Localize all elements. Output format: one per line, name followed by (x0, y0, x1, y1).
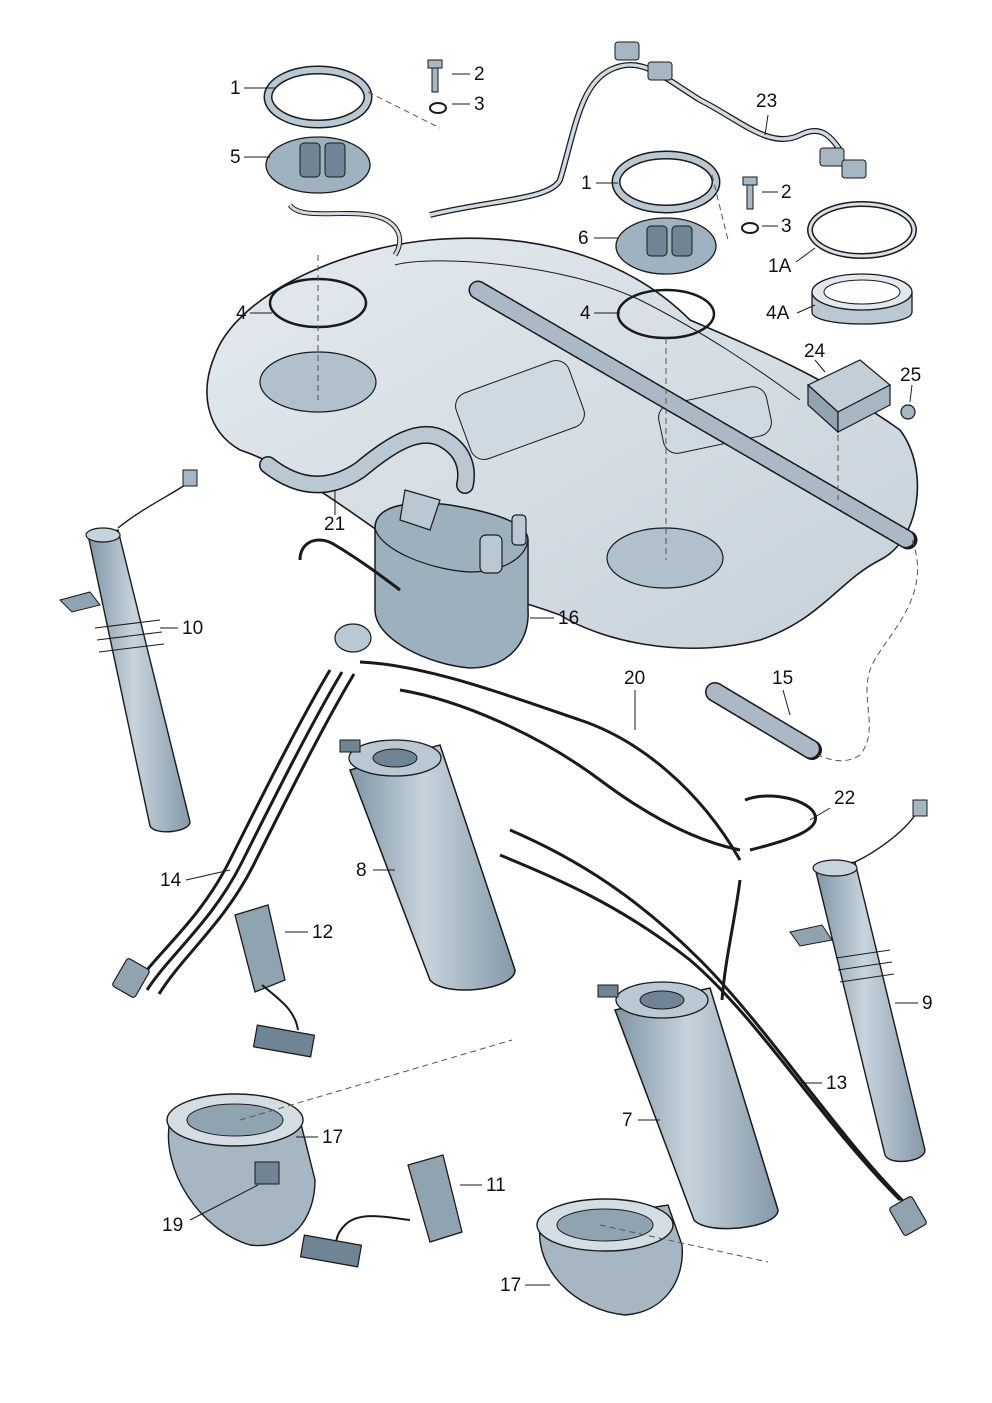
leader-lines (160, 73, 918, 1286)
fuel-pump-7 (597, 981, 779, 1230)
fuel-line-23 (429, 41, 867, 218)
part-label-16: 16 (558, 608, 580, 629)
part-label-3-right: 3 (781, 216, 792, 237)
connector-13 (889, 1196, 927, 1236)
part-label-6: 6 (578, 228, 589, 249)
seal-ring-4A (811, 273, 913, 325)
part-label-15: 15 (772, 668, 794, 689)
part-label-2-right: 2 (781, 182, 792, 203)
retaining-ring-1A (807, 201, 917, 259)
level-sensor-11 (299, 1154, 463, 1268)
hose-21 (259, 425, 475, 494)
level-sensor-12 (234, 904, 316, 1058)
left-flange-group (263, 65, 441, 400)
part-label-3: 3 (474, 94, 485, 115)
right-flange-group (611, 150, 759, 560)
corrugated-hose-15 (705, 539, 919, 762)
part-label-7: 7 (622, 1110, 633, 1131)
swirl-pot-17-right (536, 1198, 769, 1316)
part-label-11: 11 (486, 1175, 506, 1196)
fuel-pump-8 (339, 739, 516, 991)
part-label-13: 13 (826, 1073, 848, 1094)
part-label-1-right: 1 (581, 173, 592, 194)
part-label-1A: 1A (768, 256, 792, 277)
part-label-22: 22 (834, 788, 856, 809)
level-sender-9 (789, 799, 928, 1163)
connector-14 (112, 958, 150, 998)
part-label-17-right: 17 (500, 1275, 522, 1296)
part-label-5: 5 (230, 147, 241, 168)
part-label-10: 10 (182, 618, 204, 639)
part-label-1: 1 (230, 78, 241, 99)
fuel-tank (206, 237, 919, 649)
part-label-23: 23 (756, 91, 778, 112)
part-label-19: 19 (162, 1215, 184, 1236)
part-label-20: 20 (624, 668, 646, 689)
swirl-pot-17-left (166, 1039, 513, 1247)
part-label-9: 9 (922, 993, 933, 1014)
part-label-2: 2 (474, 64, 485, 85)
part-label-14: 14 (160, 870, 182, 891)
part-label-8: 8 (356, 860, 367, 881)
canister-16 (298, 489, 529, 669)
bolt-2-left (427, 59, 447, 114)
part-label-4-right: 4 (580, 303, 591, 324)
part-label-12: 12 (312, 922, 334, 943)
part-label-4: 4 (236, 303, 247, 324)
part-label-24: 24 (804, 341, 826, 362)
fuel-line-bundle (133, 660, 914, 1212)
part-label-25: 25 (900, 365, 922, 386)
part-label-17: 17 (322, 1127, 344, 1148)
control-unit-24 (806, 359, 916, 500)
level-sender-10 (59, 469, 198, 833)
corrugated-tube (468, 280, 918, 550)
part-label-21: 21 (324, 514, 346, 535)
part-label-4A: 4A (766, 303, 790, 324)
